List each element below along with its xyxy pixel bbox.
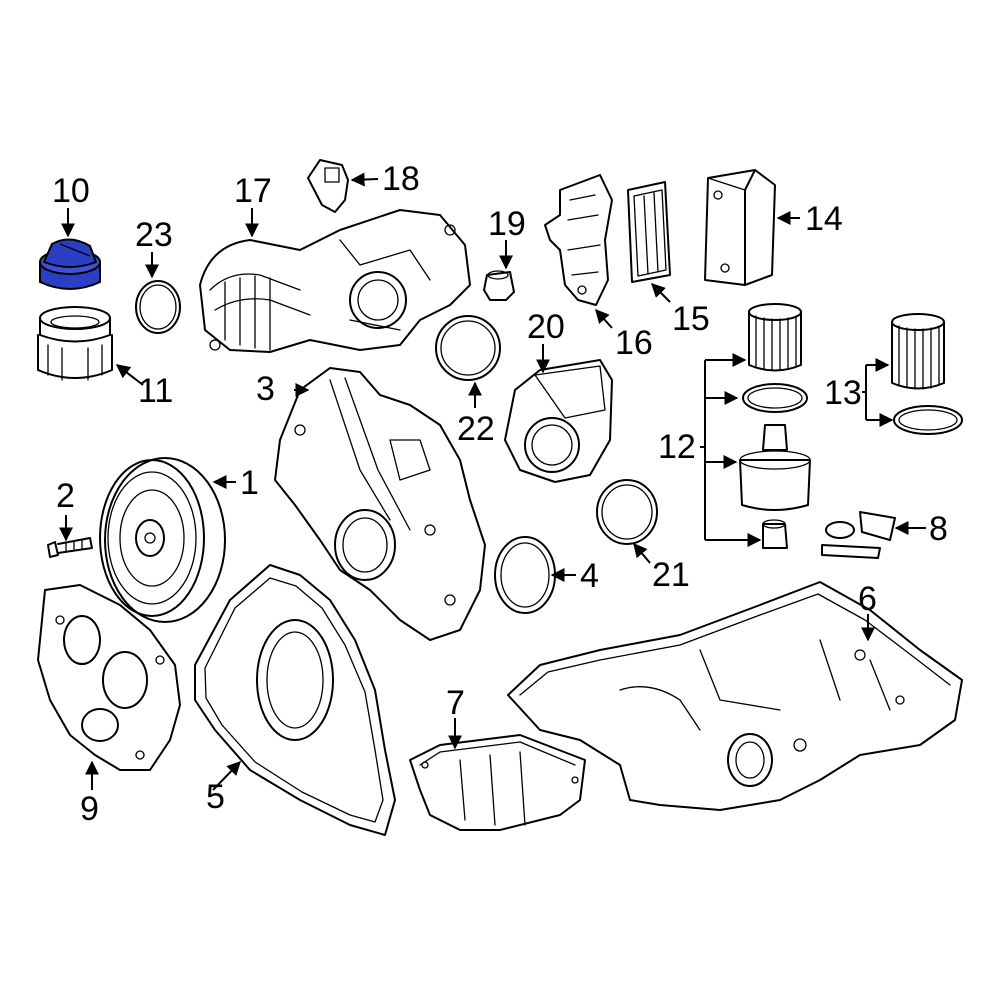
callout-19: 19 (488, 205, 526, 243)
callout-8: 8 (929, 510, 948, 548)
callout-4: 4 (580, 557, 599, 595)
part-12-oil-filter-assembly[interactable] (739, 303, 811, 549)
callout-22: 22 (457, 410, 495, 448)
callout-18: 18 (382, 160, 420, 198)
part-19-plug[interactable] (483, 270, 515, 301)
part-2-bolt[interactable] (47, 537, 93, 558)
callout-11: 11 (138, 372, 173, 410)
part-1-crank-pulley[interactable] (99, 457, 226, 623)
part-8-seals[interactable] (821, 511, 896, 559)
part-17-intake-manifold[interactable] (199, 209, 471, 353)
callout-20: 20 (527, 308, 565, 346)
callout-9: 9 (80, 790, 99, 828)
callout-6: 6 (858, 580, 877, 618)
callout-17: 17 (234, 172, 272, 210)
callout-1: 1 (240, 464, 259, 502)
part-10-oil-filler-cap[interactable] (39, 238, 101, 290)
callout-10: 10 (52, 172, 90, 210)
callout-2: 2 (56, 477, 75, 515)
part-14-oil-cooler[interactable] (704, 169, 776, 286)
part-3-timing-cover[interactable] (274, 367, 486, 641)
part-7-lower-oil-pan[interactable] (409, 734, 586, 831)
callout-21: 21 (652, 556, 690, 594)
callout-14: 14 (805, 200, 843, 238)
part-15-filter-screen[interactable] (627, 181, 671, 283)
callout-13: 13 (824, 374, 862, 412)
callout-15: 15 (672, 300, 710, 338)
part-5-rear-cover[interactable] (194, 564, 396, 836)
callout-23: 23 (135, 216, 173, 254)
part-13-filter-element[interactable] (891, 313, 963, 435)
part-23-o-ring[interactable] (135, 280, 181, 334)
leader-lines (59, 172, 926, 791)
part-18-sensor[interactable] (307, 159, 349, 213)
part-20-throttle-body[interactable] (504, 359, 613, 483)
part-4-seal-ring[interactable] (494, 536, 556, 614)
callout-12: 12 (658, 428, 696, 466)
callout-5: 5 (206, 778, 225, 816)
part-21-gasket[interactable] (596, 479, 658, 545)
part-9-housing-plate[interactable] (37, 584, 181, 771)
part-22-gasket[interactable] (435, 315, 501, 381)
callout-labels: 10 23 17 18 19 14 11 15 16 20 3 22 13 12… (52, 160, 948, 828)
part-16-valve-block[interactable] (544, 174, 613, 306)
part-6-upper-oil-pan[interactable] (507, 581, 963, 811)
callout-3: 3 (256, 370, 275, 408)
part-11-filler-neck[interactable] (37, 306, 113, 381)
callout-16: 16 (615, 324, 653, 362)
callout-7: 7 (446, 684, 465, 722)
